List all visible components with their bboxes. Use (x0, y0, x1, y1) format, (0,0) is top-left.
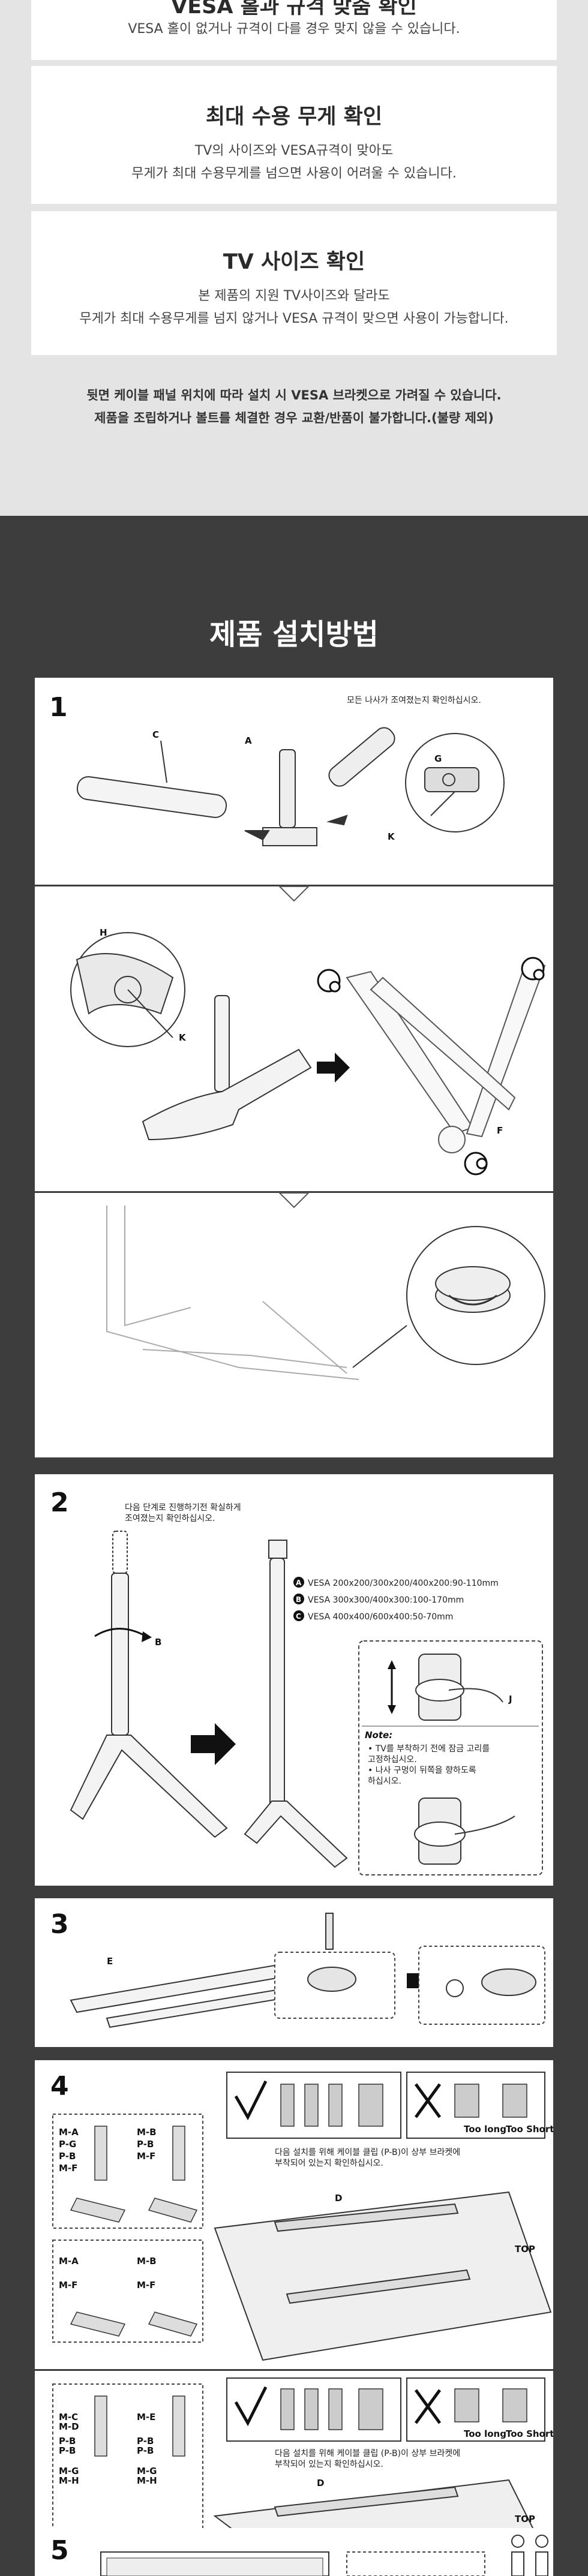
part-a-1: M-A (59, 2127, 79, 2138)
part-4b-a-5: M-G (59, 2466, 79, 2476)
label-g: G (434, 753, 442, 764)
too-short-label-2: Too Short (506, 2428, 553, 2439)
label-c: C (152, 729, 159, 740)
label-f: F (497, 1125, 503, 1136)
installation-title: 제품 설치방법 (209, 618, 379, 651)
tv-size-line-1: 본 제품의 지원 TV사이즈와 달라도 (198, 288, 390, 303)
part-4b-b-4: M-G (137, 2466, 157, 2476)
vesa-badge-a: A (296, 1579, 302, 1587)
note-title: Note: (365, 1730, 392, 1741)
part-4b-b-2: P-B (137, 2436, 154, 2446)
part-b-1: M-B (137, 2127, 157, 2138)
label-h: H (100, 927, 107, 938)
step-4-number: 4 (50, 2071, 69, 2102)
step-2-illustration: 다음 단계로 진행하기전 확실하게 조여졌는지 확인하십시오. B A (70, 1503, 543, 1875)
max-weight-title: 최대 수용 무게 확인 (205, 105, 383, 129)
step-5-number: 5 (50, 2535, 69, 2566)
note-line-2: 고정하십시오. (368, 1755, 417, 1765)
step-5-panel-visible: 5 (35, 2528, 553, 2576)
step-1-illustration: 모든 나사가 조여졌는지 확인하십시오. C A (35, 696, 553, 1380)
part-4b-a-1: M-C (59, 2412, 78, 2422)
tv-size-card: TV 사이즈 확인 본 제품의 지원 TV사이즈와 달라도 무게가 최대 수용무… (31, 211, 557, 355)
too-long-label-2: Too long (464, 2428, 506, 2439)
part-c-2: M-F (59, 2280, 77, 2291)
label-k2: K (179, 1032, 187, 1043)
part-4b-b-3: P-B (137, 2445, 154, 2456)
step-4b-hint-line-1: 다음 설치를 위해 케이블 클립 (P-B)이 상부 브라켓에 (275, 2449, 460, 2458)
step-4-hint-line-2: 부착되어 있는지 확인하십시오. (275, 2159, 383, 2168)
vesa-spec-b: VESA 300x300/400x300:100-170mm (308, 1595, 464, 1605)
step-1-number: 1 (49, 692, 68, 723)
max-weight-line-2: 무게가 최대 수용무게를 넘으면 사용이 어려울 수 있습니다. (131, 166, 457, 181)
notice-line-2: 제품을 조립하거나 볼트를 체결한 경우 교환/반품이 불가합니다.(불량 제외… (94, 411, 494, 425)
step-2-hint-line-1: 다음 단계로 진행하기전 확실하게 (125, 1503, 241, 1513)
label-d-2: D (317, 2478, 324, 2488)
max-weight-card: 최대 수용 무게 확인 TV의 사이즈와 VESA규격이 맞아도 무게가 최대 … (31, 66, 557, 204)
part-a-3: P-B (59, 2151, 76, 2162)
step-3-illustration: E (70, 1913, 545, 2028)
tv-compatibility-section: VESA 홀과 규격 맞춤 확인 VESA 홀이 없거나 규격이 다를 경우 맞… (0, 0, 588, 516)
top-tag: TOP (515, 2244, 535, 2255)
tv-size-title: TV 사이즈 확인 (223, 250, 365, 274)
step-4-illustration: Too long Too Short 다음 설치를 위해 케이블 클립 (P-B… (35, 2072, 553, 2552)
label-k: K (388, 831, 395, 842)
too-short-label: Too Short (506, 2124, 553, 2135)
step-3-number: 3 (50, 1909, 69, 1940)
step-4-hint-line-1: 다음 설치를 위해 케이블 클립 (P-B)이 상부 브라켓에 (275, 2148, 460, 2157)
max-weight-line-1: TV의 사이즈와 VESA규격이 맞아도 (194, 143, 394, 158)
part-4b-b-5: M-H (137, 2475, 157, 2486)
note-line-1: • TV를 부착하기 전에 잠금 고리를 (368, 1744, 490, 1754)
note-line-3: • 나사 구멍이 뒤쪽을 향하도록 (368, 1766, 476, 1775)
label-d: D (335, 2193, 342, 2204)
part-4b-a-3: P-B (59, 2436, 76, 2446)
part-a-4: M-F (59, 2163, 77, 2174)
label-a: A (245, 735, 252, 746)
step-3-panel: 3 E (35, 1898, 553, 2047)
step-1-panel: 1 모든 나사가 조여졌는지 확인하십시오. C A (35, 678, 553, 1457)
step-2-panel: 2 다음 단계로 진행하기전 확실하게 조여졌는지 확인하십시오. B (35, 1474, 553, 1886)
note-line-4: 하십시오. (368, 1777, 401, 1786)
part-a-2: P-G (59, 2139, 76, 2150)
step-4-panel: 4 Too long Too Short 다음 설치를 위해 케이블 클립 (P… (35, 2060, 553, 2552)
vesa-check-title: VESA 홀과 규격 맞춤 확인 (171, 0, 417, 19)
top-tag-2: TOP (515, 2514, 535, 2524)
step-2-hint-line-2: 조여졌는지 확인하십시오. (125, 1514, 215, 1523)
installation-guide-section: 제품 설치방법 1 모든 나사가 조여졌는지 확인하십시오. C A (0, 516, 588, 2576)
part-d-1: M-B (137, 2256, 157, 2267)
tv-size-line-2: 무게가 최대 수용무게를 넘지 않거나 VESA 규격이 맞으면 사용이 가능합… (79, 311, 509, 326)
part-d-2: M-F (137, 2280, 155, 2291)
label-j: J (508, 1694, 512, 1705)
part-4b-a-2: M-D (59, 2421, 79, 2432)
part-4b-a-6: M-H (59, 2475, 79, 2486)
part-b-2: P-B (137, 2139, 154, 2150)
vesa-badge-b: B (296, 1595, 301, 1604)
vesa-check-text: VESA 홀이 없거나 규격이 다를 경우 맞지 않을 수 있습니다. (128, 22, 460, 37)
step-4b-hint-line-2: 부착되어 있는지 확인하십시오. (275, 2460, 383, 2469)
part-4b-b-1: M-E (137, 2412, 155, 2422)
step-2-number: 2 (50, 1487, 69, 1518)
step-5-illustration (100, 2535, 548, 2576)
step-1-hint: 모든 나사가 조여졌는지 확인하십시오. (347, 696, 481, 705)
notice-line-1: 뒷면 케이블 패널 위치에 따라 설치 시 VESA 브라켓으로 가려질 수 있… (86, 388, 502, 402)
vesa-spec-c: VESA 400x400/600x400:50-70mm (308, 1612, 453, 1622)
too-long-label: Too long (464, 2124, 506, 2135)
vesa-check-card: VESA 홀과 규격 맞춤 확인 VESA 홀이 없거나 규격이 다를 경우 맞… (31, 0, 557, 60)
vesa-spec-a: VESA 200x200/300x200/400x200:90-110mm (308, 1579, 499, 1588)
part-c-1: M-A (59, 2256, 79, 2267)
installation-notice: 뒷면 케이블 패널 위치에 따라 설치 시 VESA 브라켓으로 가려질 수 있… (0, 384, 588, 429)
part-b-3: M-F (137, 2151, 155, 2162)
part-4b-a-4: P-B (59, 2445, 76, 2456)
label-b: B (155, 1637, 161, 1648)
label-e: E (107, 1956, 113, 1967)
vesa-badge-c: C (296, 1612, 301, 1621)
